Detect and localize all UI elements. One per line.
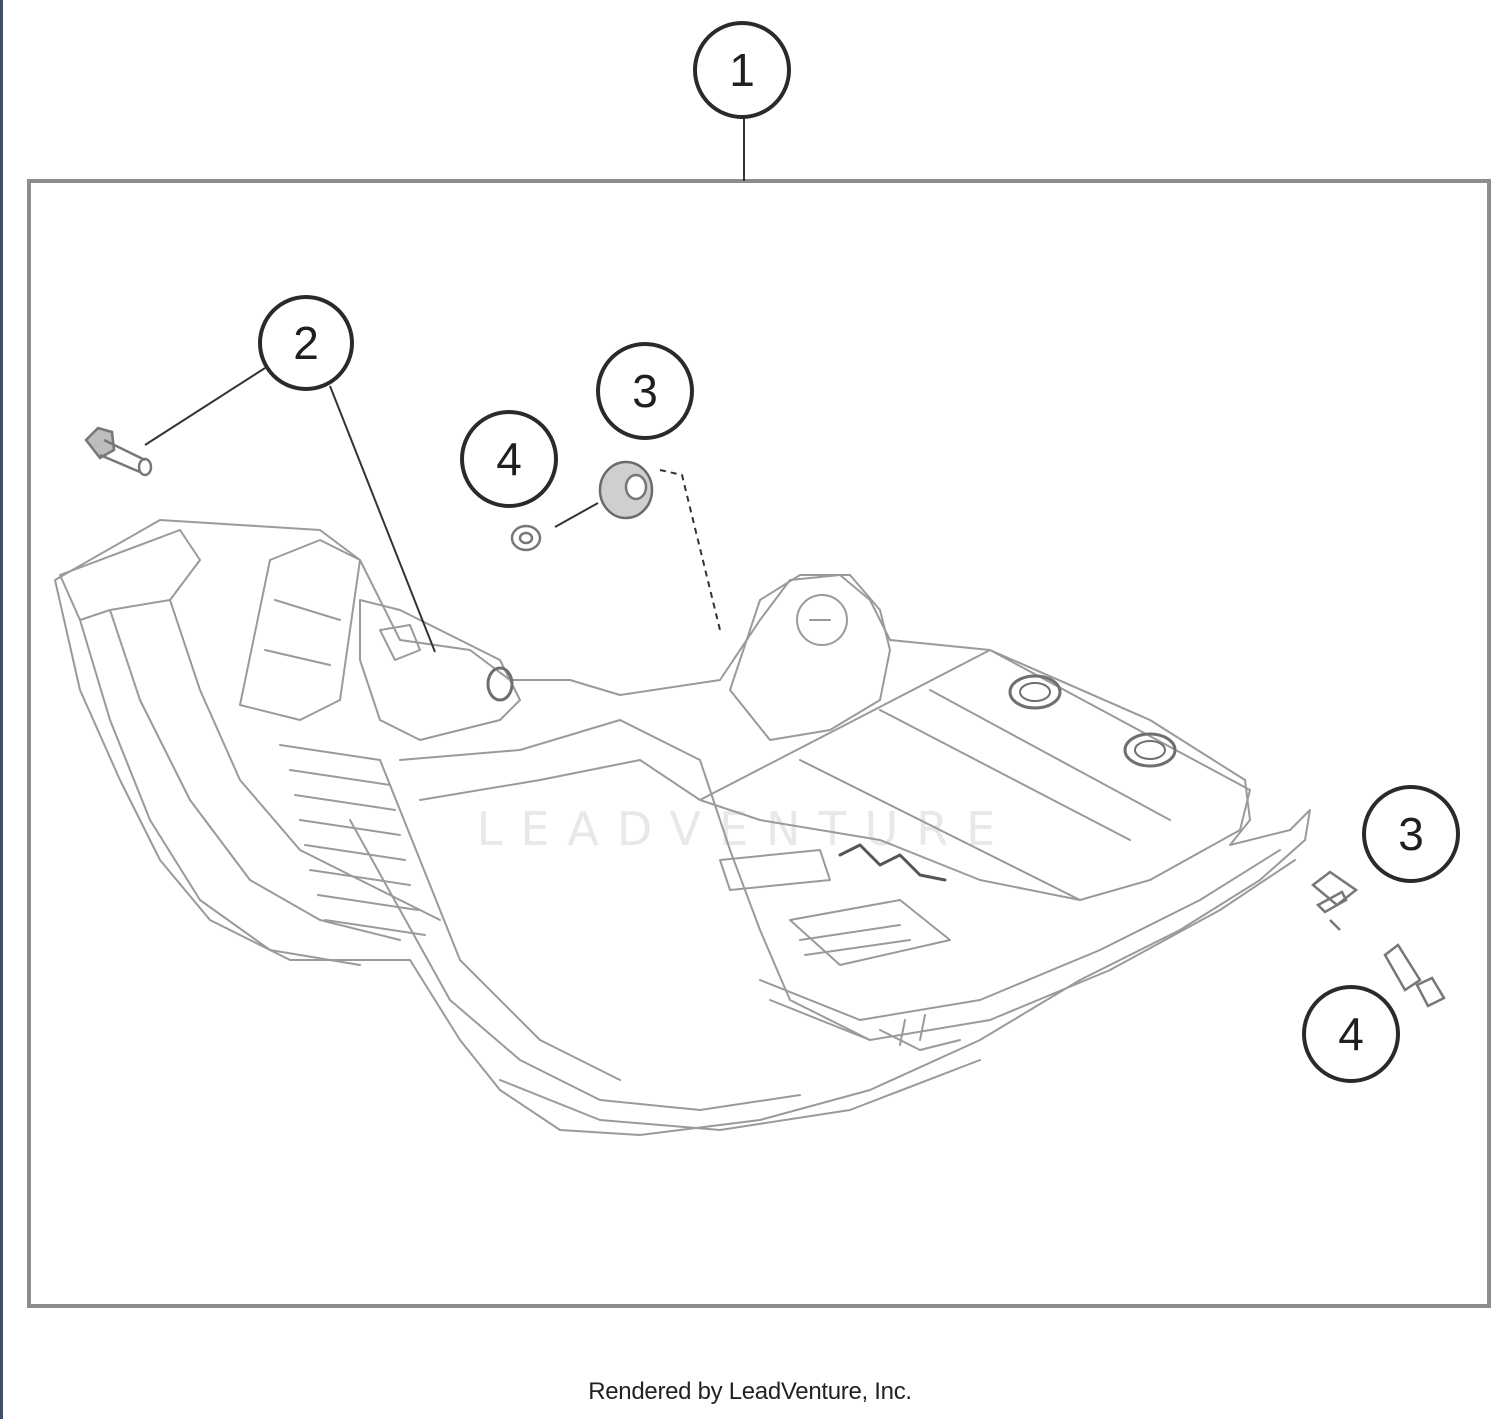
- callout-3-right-label: 3: [1398, 808, 1424, 860]
- render-credit: Rendered by LeadVenture, Inc.: [588, 1378, 912, 1405]
- callout-3-right: 3: [1362, 785, 1460, 883]
- callout-1: 1: [693, 21, 791, 119]
- right-spacer-hardware: [1310, 870, 1359, 931]
- callout-3-top-label: 3: [632, 365, 658, 417]
- parts-diagram: LEADVENTURE: [27, 21, 1491, 1308]
- callout-2: 2: [258, 295, 354, 391]
- callout-4-top-label: 4: [496, 433, 522, 485]
- callout-4-right-label: 4: [1338, 1008, 1364, 1060]
- top-washer-hardware: [510, 524, 542, 552]
- callout-4-right: 4: [1302, 985, 1400, 1083]
- window-left-edge: [0, 0, 3, 1419]
- watermark-text: LEADVENTURE: [477, 802, 1014, 856]
- callout-4-top: 4: [460, 410, 558, 508]
- callout-1-label: 1: [729, 44, 755, 96]
- right-washer-hardware: [1383, 943, 1446, 1008]
- callout-2-label: 2: [293, 317, 319, 369]
- leader-lines: [144, 118, 745, 653]
- top-spacer-hardware: [598, 460, 654, 520]
- skid-plate-illustration: [54, 519, 1311, 1136]
- bolt-hardware: [84, 426, 153, 477]
- callout-3-top: 3: [596, 342, 694, 440]
- assembly-frame: [27, 179, 1491, 1308]
